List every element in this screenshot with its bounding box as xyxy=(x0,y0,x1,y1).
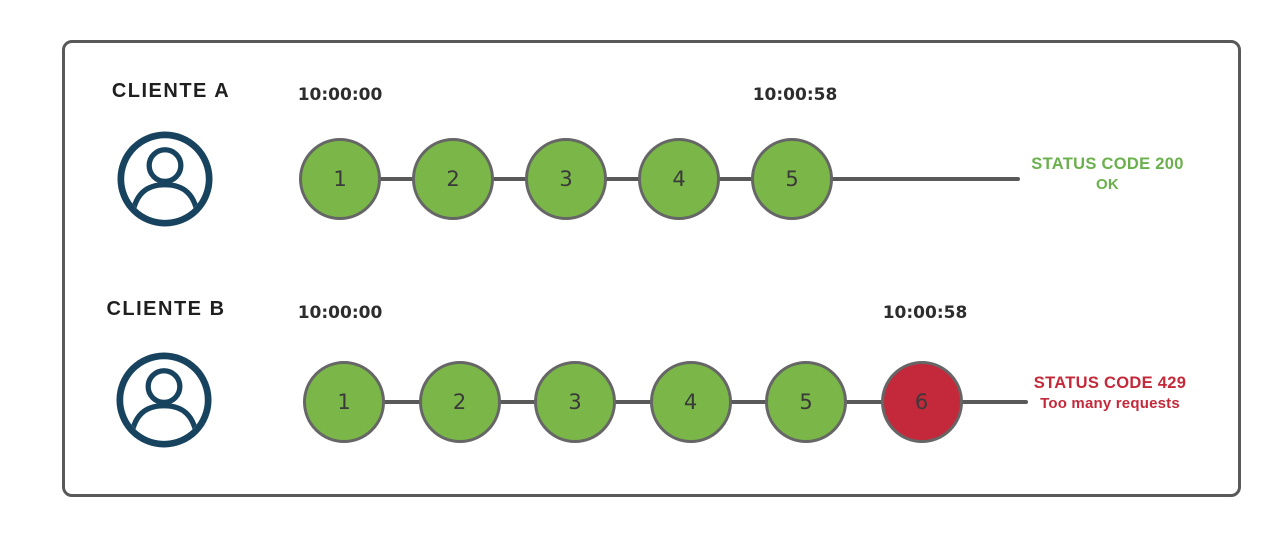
client-b-user-icon xyxy=(116,352,212,448)
client-b-status-code: STATUS CODE 429 xyxy=(1033,374,1187,392)
client-a-user-icon xyxy=(117,131,213,227)
client-a-timeline-line xyxy=(340,177,1020,181)
client-a-label: CLIENTE A xyxy=(111,80,231,102)
client-b-start-timestamp: 10:00:00 xyxy=(297,303,383,323)
client-a-status-code: STATUS CODE 200 xyxy=(1031,155,1184,173)
client-b-end-timestamp: 10:00:58 xyxy=(882,303,968,323)
client-b-label: CLIENTE B xyxy=(106,298,226,320)
client-b-status-text: STATUS CODE 429 Too many requests xyxy=(1020,373,1200,414)
client-a-status-message: OK xyxy=(1096,176,1119,194)
outer-frame xyxy=(62,40,1241,497)
client-a-status-text: STATUS CODE 200 OK xyxy=(1020,154,1195,195)
client-b-timeline-line xyxy=(344,400,1028,404)
client-b-status-message: Too many requests xyxy=(1040,395,1180,413)
client-a-end-timestamp: 10:00:58 xyxy=(752,85,838,105)
client-a-start-timestamp: 10:00:00 xyxy=(297,85,383,105)
